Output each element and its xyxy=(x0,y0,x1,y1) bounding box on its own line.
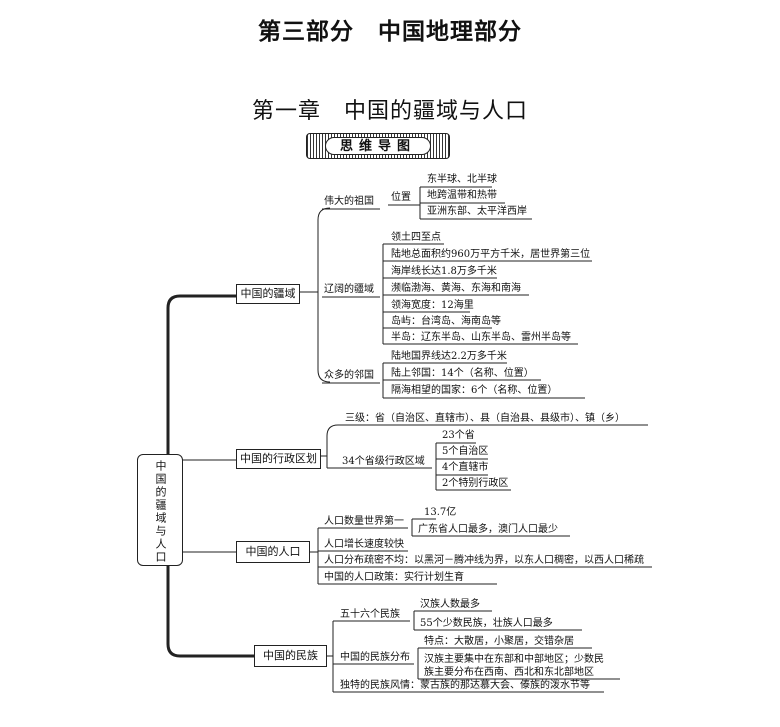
node-renkou: 中国的人口 xyxy=(236,541,310,563)
liaokuo-item-1: 领土四至点 xyxy=(391,232,441,243)
wushiliu-item-1: 汉族人数最多 xyxy=(420,599,480,610)
xingzheng-sanji: 三级：省（自治区、直辖市）、县（自治县、县级市）、镇（乡） xyxy=(345,413,625,424)
shuliang-item-2: 广东省人口最多，澳门人口最少 xyxy=(418,524,558,535)
shengji-item-1: 23个省 xyxy=(442,430,475,441)
fenbu-item-1: 特点：大散居，小聚居，交错杂居 xyxy=(424,636,574,647)
liaokuo-item-3: 海岸线长达1.8万多千米 xyxy=(391,266,497,277)
shengji-item-4: 2个特别行政区 xyxy=(442,478,509,489)
minzu-wushiliu: 五十六个民族 xyxy=(340,609,400,620)
liaokuo-item-5: 领海宽度：12海里 xyxy=(391,300,474,311)
renkou-fenbu: 人口分布疏密不均：以黑河－腾冲线为界，以东人口稠密，以西人口稀疏 xyxy=(324,555,644,566)
fenbu-item-2: 汉族主要集中在东部和中部地区；少数民 xyxy=(424,654,604,665)
mind-map-badge-label: 思维导图 xyxy=(325,137,431,155)
root-node: 中国的疆域与人口 xyxy=(137,454,183,566)
renkou-zhengce: 中国的人口政策：实行计划生育 xyxy=(324,572,464,583)
fenbu-item-3: 族主要分布在西南、西北和东北部地区 xyxy=(424,667,594,678)
node-minzu: 中国的民族 xyxy=(254,645,327,667)
weizhi-item-3: 亚洲东部、太平洋西岸 xyxy=(427,206,527,217)
node-xingzheng: 中国的行政区划 xyxy=(236,449,321,469)
branch-linguo: 众多的邻国 xyxy=(324,370,374,381)
linguo-item-1: 陆地国界线达2.2万多千米 xyxy=(391,351,507,362)
xingzheng-shengji: 34个省级行政区域 xyxy=(342,456,425,467)
liaokuo-item-4: 濒临渤海、黄海、东海和南海 xyxy=(391,283,521,294)
branch-liaokuo: 辽阔的疆域 xyxy=(324,284,374,295)
renkou-shuliang: 人口数量世界第一 xyxy=(324,516,404,527)
branch-weida: 伟大的祖国 xyxy=(324,196,374,207)
minzu-fenbu: 中国的民族分布 xyxy=(340,652,410,663)
weizhi-item-2: 地跨温带和热带 xyxy=(427,190,497,201)
branch-weizhi: 位置 xyxy=(391,192,411,203)
shengji-item-2: 5个自治区 xyxy=(442,446,489,457)
minzu-fengqing: 独特的民族风情：蒙古族的那达慕大会、傣族的泼水节等 xyxy=(340,680,590,691)
liaokuo-item-6: 岛屿：台湾岛、海南岛等 xyxy=(391,316,501,327)
root-node-label: 中国的疆域与人口 xyxy=(154,460,167,564)
renkou-zengzhang: 人口增长速度较快 xyxy=(324,539,404,550)
linguo-item-2: 陆上邻国：14个（名称、位置） xyxy=(391,368,534,379)
shuliang-item-1: 13.7亿 xyxy=(424,507,457,518)
chapter-title: 第一章 中国的疆域与人口 xyxy=(251,99,528,124)
mind-map-badge: 思维导图 xyxy=(306,133,450,159)
liaokuo-item-7: 半岛：辽东半岛、山东半岛、雷州半岛等 xyxy=(391,332,571,343)
liaokuo-item-2: 陆地总面积约960万平方千米，居世界第三位 xyxy=(391,249,591,260)
shengji-item-3: 4个直辖市 xyxy=(442,462,489,473)
wushiliu-item-2: 55个少数民族，壮族人口最多 xyxy=(420,618,553,629)
weizhi-item-1: 东半球、北半球 xyxy=(427,174,497,185)
linguo-item-3: 隔海相望的国家：6个（名称、位置） xyxy=(391,385,558,396)
node-jiangyu: 中国的疆域 xyxy=(236,284,300,304)
part-title: 第三部分 中国地理部分 xyxy=(258,19,522,45)
